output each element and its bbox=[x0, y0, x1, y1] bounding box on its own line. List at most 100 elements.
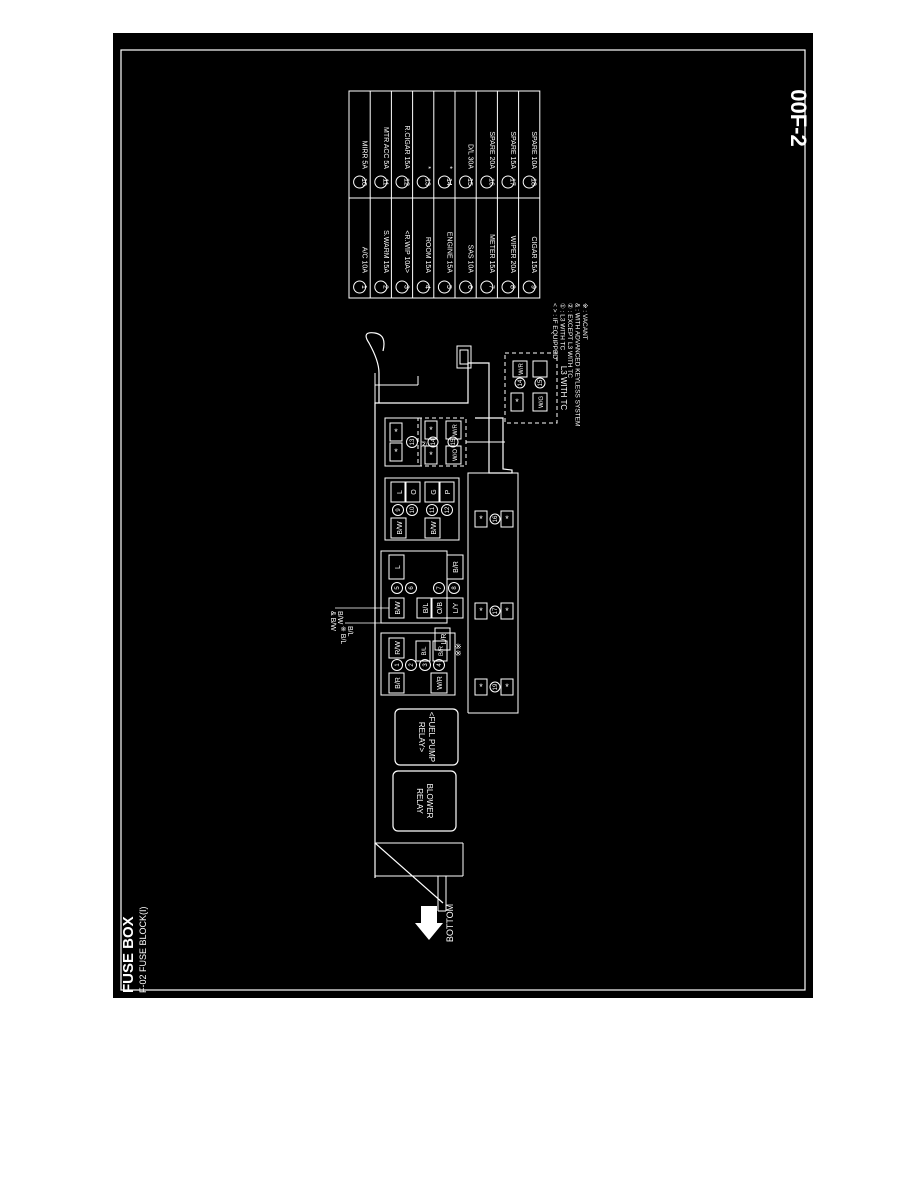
fuse-label: S.WARM 15A bbox=[382, 230, 389, 273]
svg-text:L3 WITH TC: L3 WITH TC bbox=[559, 366, 568, 411]
svg-text:B/R: B/R bbox=[439, 645, 445, 656]
fuse-number-circle bbox=[395, 280, 409, 294]
fuse-group-9-12: B/W L O B/W G P 9 10 11 12 bbox=[384, 477, 460, 541]
fuse-number-circle bbox=[522, 280, 536, 294]
svg-text:*: * bbox=[505, 606, 509, 616]
fuse-number-circle bbox=[416, 175, 430, 189]
fuse-number: 12 bbox=[403, 178, 410, 186]
svg-text:2: 2 bbox=[409, 663, 415, 667]
fuse-table-row: 15 D/L 30A bbox=[459, 144, 474, 189]
fuse-label: WIPER 20A bbox=[509, 236, 516, 274]
fuse-number-circle bbox=[353, 280, 367, 294]
fuse-table-row: 12 R.CIGAR 15A bbox=[395, 125, 410, 189]
fuse-number-circle bbox=[459, 280, 473, 294]
fuse-number: 15 bbox=[466, 178, 473, 186]
fuse-number-circle bbox=[459, 175, 473, 189]
fuse-number-circle bbox=[480, 280, 494, 294]
fuse-label: <R.WIP 10A> bbox=[403, 230, 410, 273]
fuse-number-circle bbox=[353, 175, 367, 189]
svg-text:B/W: B/W bbox=[336, 611, 343, 625]
fuse-number: 3 bbox=[403, 285, 410, 289]
svg-text:B/L: B/L bbox=[423, 603, 430, 614]
inner-frame bbox=[120, 49, 806, 991]
fuse-label: D/L 30A bbox=[467, 144, 474, 169]
fuse-number: 7 bbox=[487, 285, 494, 289]
diagram-sheet: FUSE BOX F-02 FUSE BLOCK(I) 00F-2 BOTTOM… bbox=[113, 33, 813, 998]
fuse-number: 5 bbox=[445, 285, 452, 289]
svg-text:B/R: B/R bbox=[395, 677, 402, 689]
svg-text:W/R: W/R bbox=[453, 424, 459, 436]
page-code: 00F-2 bbox=[786, 89, 811, 146]
svg-text:B/L: B/L bbox=[346, 626, 353, 637]
fuse-table-row: 5 ENGINE 15A bbox=[437, 232, 452, 294]
fuse-group-lower: * 19 * * 17 * * 16 * bbox=[467, 472, 519, 714]
fuse-label: SPARE 15A bbox=[509, 131, 516, 169]
svg-text:*: * bbox=[505, 514, 509, 524]
svg-text:8: 8 bbox=[452, 586, 458, 590]
page-subtitle: F-02 FUSE BLOCK(I) bbox=[138, 906, 148, 993]
bottom-label: BOTTOM bbox=[445, 904, 455, 942]
inset-l3-with-tc: * 14 W/R W/G 15 L3 WITH TC bbox=[466, 352, 568, 443]
fuse-number-circle bbox=[501, 175, 515, 189]
svg-text:9: 9 bbox=[396, 508, 402, 512]
fuse-number: 4 bbox=[424, 285, 431, 289]
svg-text:RELAY: RELAY bbox=[415, 788, 424, 814]
fuse-number-circle bbox=[395, 175, 409, 189]
svg-text:12: 12 bbox=[445, 506, 451, 513]
fuse-label: ENGINE 15A bbox=[445, 232, 452, 274]
legend-line: ※ : VACANT bbox=[581, 303, 588, 340]
fuse-label: R.CIGAR 15A bbox=[403, 125, 410, 169]
fuse-label: SPARE 20A bbox=[488, 131, 495, 169]
fuse-table-row: 14 * bbox=[437, 166, 452, 189]
svg-text:*: * bbox=[515, 397, 519, 407]
svg-text:B/R: B/R bbox=[453, 561, 460, 573]
svg-text:※ B/L: ※ B/L bbox=[339, 626, 346, 644]
svg-text:14: 14 bbox=[518, 379, 524, 386]
svg-text:*: * bbox=[479, 606, 483, 616]
fuse-number-circle bbox=[501, 280, 515, 294]
svg-text:*: * bbox=[394, 447, 398, 457]
svg-text:1: 1 bbox=[395, 663, 401, 667]
fuse-number-circle bbox=[522, 175, 536, 189]
svg-text:②: ② bbox=[420, 440, 427, 449]
svg-text:G: G bbox=[431, 489, 438, 494]
svg-text:R/W: R/W bbox=[395, 641, 402, 655]
callout-labels: & B/W B/W ※ B/L B/L ※※ bbox=[329, 607, 462, 656]
fuse-label: * bbox=[424, 166, 431, 169]
svg-text:10: 10 bbox=[410, 506, 416, 513]
legend-line: ① : L3 WITH TC bbox=[559, 303, 567, 351]
fuse-number: 14 bbox=[445, 178, 452, 186]
fuse-number-circle bbox=[374, 175, 388, 189]
svg-text:O/B: O/B bbox=[437, 602, 444, 614]
fuse-label: SPARE 10A bbox=[530, 131, 537, 169]
svg-text:L/Y: L/Y bbox=[453, 602, 460, 613]
fuse-number-circle bbox=[437, 175, 451, 189]
svg-text:*: * bbox=[479, 514, 483, 524]
fuse-label: MIRR 5A bbox=[361, 141, 368, 170]
fuse-number-circle bbox=[480, 175, 494, 189]
fuse-box-diagram: FUSE BOX F-02 FUSE BLOCK(I) 00F-2 BOTTOM… bbox=[120, 49, 811, 993]
svg-text:*: * bbox=[394, 427, 398, 437]
fuse-label: MTR ACC 5A bbox=[382, 127, 389, 169]
fuse-table-row: 13* bbox=[416, 166, 431, 189]
svg-text:B/W: B/W bbox=[397, 521, 404, 535]
fuse-label: * bbox=[445, 166, 452, 169]
svg-text:W/O: W/O bbox=[453, 449, 459, 461]
fuse-slot-13: * * 13 bbox=[384, 417, 422, 467]
svg-text:13: 13 bbox=[410, 438, 416, 445]
svg-text:& B/W: & B/W bbox=[329, 611, 336, 631]
page-title: FUSE BOX bbox=[120, 916, 137, 993]
blower-relay bbox=[392, 770, 457, 832]
svg-text:BLOWER: BLOWER bbox=[425, 784, 434, 819]
svg-text:15: 15 bbox=[538, 379, 544, 386]
fuse-number: 18 bbox=[530, 178, 537, 186]
svg-text:6: 6 bbox=[409, 586, 415, 590]
